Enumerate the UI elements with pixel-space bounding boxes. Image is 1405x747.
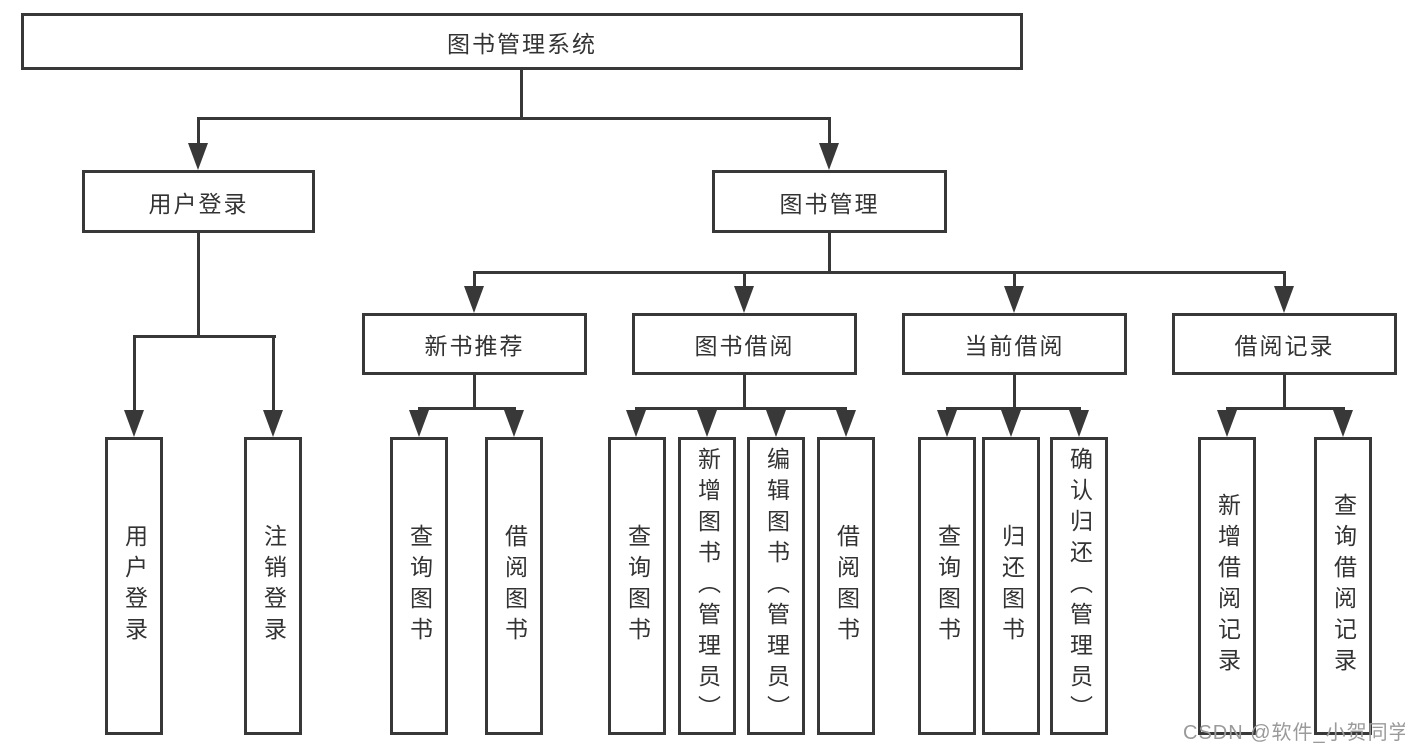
connector-line	[743, 375, 746, 410]
arrow-down-icon	[1217, 410, 1237, 437]
connector-line	[828, 117, 831, 145]
arrow-down-icon	[766, 410, 786, 437]
node-query-books-current: 查询图书	[918, 437, 976, 735]
arrow-down-icon	[937, 410, 957, 437]
connector-line	[473, 375, 476, 410]
node-confirm-return-admin: 确认归还（管理员）	[1050, 437, 1108, 735]
arrow-down-icon	[263, 410, 283, 437]
node-library-management-system: 图书管理系统	[21, 13, 1023, 70]
connector-line	[946, 407, 1081, 410]
arrow-down-icon	[504, 410, 524, 437]
node-new-book-recommend: 新书推荐	[362, 313, 587, 375]
arrow-down-icon	[124, 410, 144, 437]
node-query-borrow-record: 查询借阅记录	[1314, 437, 1372, 735]
node-borrow-books: 借阅图书	[817, 437, 875, 735]
node-current-borrowing: 当前借阅	[902, 313, 1127, 375]
connector-line	[473, 271, 1286, 274]
arrow-down-icon	[836, 410, 856, 437]
connector-line	[520, 70, 523, 118]
connector-line	[1283, 271, 1286, 288]
connector-line	[197, 117, 831, 120]
node-borrow-books-recommend: 借阅图书	[485, 437, 543, 735]
node-add-borrow-record: 新增借阅记录	[1198, 437, 1256, 735]
node-edit-books-admin: 编辑图书（管理员）	[747, 437, 805, 735]
connector-line	[743, 271, 746, 288]
node-book-management: 图书管理	[712, 170, 947, 233]
node-query-books-recommend: 查询图书	[390, 437, 448, 735]
arrow-down-icon	[1001, 410, 1021, 437]
node-user-login: 用户登录	[82, 170, 315, 233]
node-book-borrowing: 图书借阅	[632, 313, 857, 375]
connector-line	[197, 233, 200, 338]
node-user-login-leaf: 用户登录	[105, 437, 163, 735]
watermark-text: CSDN @软件_小贺同学	[1183, 722, 1405, 744]
connector-line	[133, 335, 136, 412]
connector-line	[418, 407, 516, 410]
arrow-down-icon	[819, 143, 839, 170]
connector-line	[1013, 271, 1016, 288]
connector-line	[197, 117, 200, 145]
node-add-books-admin: 新增图书（管理员）	[678, 437, 736, 735]
connector-line	[133, 335, 276, 338]
arrow-down-icon	[734, 286, 754, 313]
connector-line	[1283, 375, 1286, 410]
connector-line	[635, 407, 847, 410]
arrow-down-icon	[697, 410, 717, 437]
arrow-down-icon	[1004, 286, 1024, 313]
arrow-down-icon	[626, 410, 646, 437]
connector-line	[1226, 407, 1345, 410]
connector-line	[272, 335, 275, 412]
arrow-down-icon	[188, 143, 208, 170]
connector-line	[828, 233, 831, 274]
arrow-down-icon	[1069, 410, 1089, 437]
arrow-down-icon	[1274, 286, 1294, 313]
arrow-down-icon	[1333, 410, 1353, 437]
node-return-books: 归还图书	[982, 437, 1040, 735]
connector-line	[473, 271, 476, 288]
arrow-down-icon	[464, 286, 484, 313]
arrow-down-icon	[409, 410, 429, 437]
node-borrowing-records: 借阅记录	[1172, 313, 1397, 375]
node-logout-login: 注销登录	[244, 437, 302, 735]
node-query-books-borrowing: 查询图书	[608, 437, 666, 735]
connector-line	[1013, 375, 1016, 410]
